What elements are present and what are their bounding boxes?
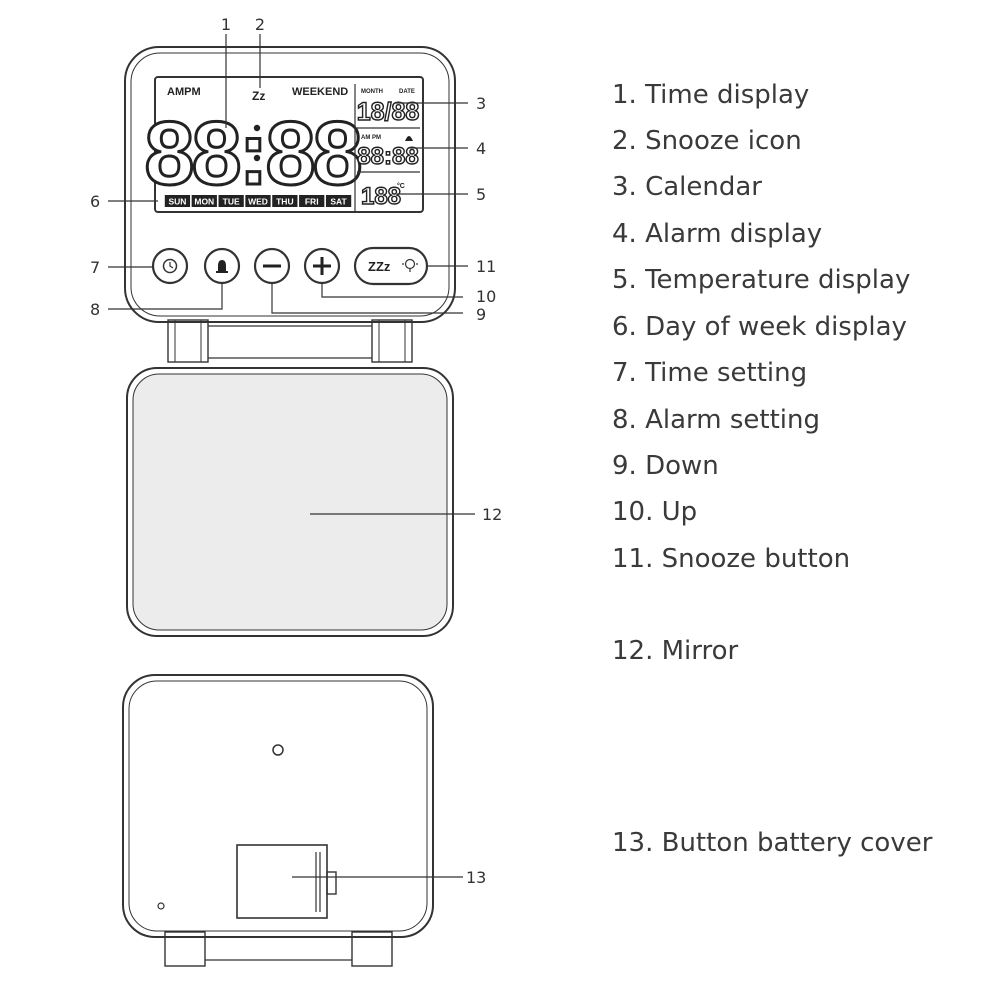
battery-cover[interactable]: [236, 844, 337, 919]
down-button[interactable]: [253, 247, 291, 285]
legend-item: 8. Alarm setting: [612, 405, 820, 435]
day-label: TUE: [223, 197, 240, 207]
day-label: THU: [276, 197, 293, 207]
date-label: DATE: [399, 89, 415, 95]
callout-3: 3: [476, 94, 486, 113]
time-colon-dot: [253, 154, 261, 162]
legend-item: 3. Calendar: [612, 172, 762, 202]
snooze-button-text: ZZz: [368, 259, 391, 274]
legend-item: 5. Temperature display: [612, 265, 911, 295]
alarm-ampm-label: AM PM: [361, 135, 381, 141]
legend-item: 6. Day of week display: [612, 312, 907, 342]
clock-icon: [162, 258, 178, 274]
time-colon-dot: [253, 124, 261, 132]
callout-7: 7: [90, 258, 100, 277]
day-label: FRI: [305, 197, 319, 207]
day-of-week-strip: SUN MON TUE WED THU FRI SAT: [164, 195, 352, 207]
leader-lines: [108, 34, 475, 878]
legend-item: 2. Snooze icon: [612, 126, 802, 156]
snooze-indicator-icon: Zz: [252, 89, 265, 103]
day-cell: [218, 195, 244, 207]
callouts: 1 2 3 4 5 6 7 8 9 10 11 12 13: [90, 15, 502, 887]
alarm-setting-button[interactable]: [203, 247, 241, 285]
mirror: [126, 367, 454, 637]
callout-13: 13: [466, 868, 486, 887]
day-cell: [325, 195, 352, 207]
legend-list: 1. Time display 2. Snooze icon 3. Calend…: [612, 0, 992, 1000]
day-cell: [164, 195, 191, 207]
ampm-indicator: AMPM: [167, 86, 201, 98]
callout-2: 2: [255, 15, 265, 34]
day-label: SAT: [330, 197, 347, 207]
callout-11: 11: [476, 257, 496, 276]
month-label: MONTH: [361, 89, 383, 95]
legend-item: 4. Alarm display: [612, 219, 823, 249]
bell-icon: [218, 260, 226, 271]
time-setting-button[interactable]: [151, 247, 189, 285]
snooze-button[interactable]: ZZz: [353, 246, 429, 286]
legend-item: 9. Down: [612, 451, 719, 481]
alarm-digits: 88:88: [357, 143, 418, 170]
day-cell: [272, 195, 298, 207]
alarm-bell-icon: [405, 136, 413, 141]
day-label: MON: [194, 197, 214, 207]
day-cell: [245, 195, 271, 207]
clock-back: [122, 674, 434, 938]
light-bulb-icon: [402, 258, 418, 272]
reset-hole: [157, 902, 165, 910]
clock-front: [124, 46, 456, 323]
callout-1: 1: [221, 15, 231, 34]
legend-item: 12. Mirror: [612, 636, 739, 666]
time-digits: 88:88: [144, 104, 360, 204]
legend-item: 10. Up: [612, 497, 698, 527]
temperature-digits: 188: [361, 183, 401, 210]
callout-12: 12: [482, 505, 502, 524]
weekend-indicator: WEEKEND: [292, 86, 348, 98]
day-cell: [299, 195, 325, 207]
day-cell: [191, 195, 217, 207]
plus-icon: [313, 257, 331, 275]
day-label: SUN: [168, 197, 186, 207]
hinge: [167, 319, 413, 363]
legend-item: 13. Button battery cover: [612, 828, 933, 858]
back-stand: [164, 931, 393, 967]
callout-8: 8: [90, 300, 100, 319]
callout-4: 4: [476, 139, 486, 158]
callout-6: 6: [90, 192, 100, 211]
calendar-digits: 18/88: [357, 98, 420, 126]
temperature-unit: °C: [397, 182, 405, 190]
callout-5: 5: [476, 185, 486, 204]
hanging-hole: [272, 744, 284, 756]
up-button[interactable]: [303, 247, 341, 285]
callout-10: 10: [476, 287, 496, 306]
legend-item: 1. Time display: [612, 80, 810, 110]
callout-9: 9: [476, 305, 486, 324]
lcd-screen: AMPM Zz WEEKEND 88:88 MONTH DATE 18/88 A…: [143, 76, 424, 213]
legend-item: 7. Time setting: [612, 358, 808, 388]
day-label: WED: [248, 197, 268, 207]
legend-item: 11. Snooze button: [612, 544, 851, 574]
